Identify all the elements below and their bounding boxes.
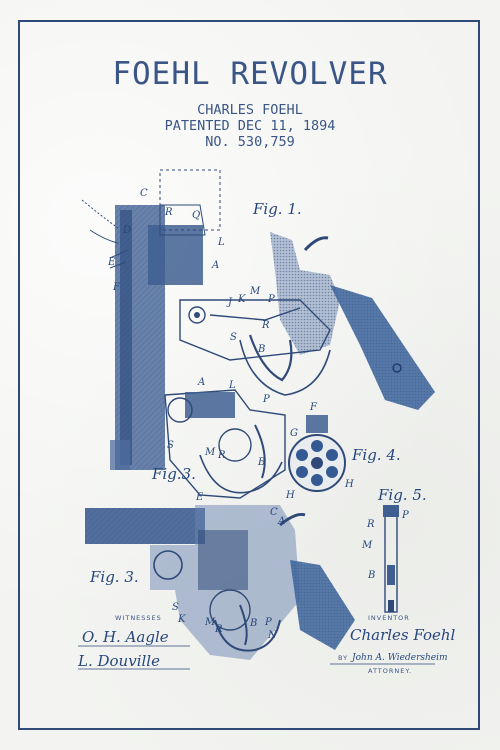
fig3-revolver-drawing [85, 505, 355, 660]
fig1-frame-drawing [179, 232, 435, 410]
ref-label-c: C [140, 188, 148, 199]
fig4-cylinder-drawing [288, 415, 346, 492]
ref-label-l1: L [217, 237, 225, 248]
ref-label-m3: M [204, 617, 216, 628]
ref-label-r5: R [366, 519, 375, 530]
ref-label-a2: A [197, 377, 205, 388]
ref-label-m2: M [204, 447, 216, 458]
fig3-upper-caption: Fig.3. [151, 465, 196, 483]
fig1-barrel-drawing [81, 169, 221, 470]
ref-label-d: D [122, 225, 131, 236]
fig4-caption: Fig. 4. [351, 446, 401, 464]
attorney-signature: John A. Wiedersheim [350, 653, 448, 663]
fig3-lower-caption: Fig. 3. [89, 568, 139, 586]
ref-label-c2: C [270, 507, 278, 518]
ref-label-m4: M [361, 540, 373, 551]
ref-label-e: E [107, 257, 116, 268]
ref-label-m1: M [249, 286, 261, 297]
border-frame [18, 20, 480, 730]
patent-date: PATENTED DEC 11, 1894 [164, 118, 336, 134]
ref-label-k: K [237, 294, 246, 305]
attorney-label: ATTORNEY. [368, 667, 412, 675]
ref-label-a1: A [211, 260, 219, 271]
ref-label-b1: B [257, 344, 265, 355]
ref-label-f2: F [309, 402, 318, 413]
ref-label-h2: H [285, 490, 295, 501]
fig3-action-drawing [110, 389, 286, 499]
ref-label-h1: H [344, 479, 354, 490]
ref-label-r1: R [164, 207, 173, 218]
ref-label-r2: R [261, 320, 270, 331]
ref-label-b2: B [257, 457, 265, 468]
ref-label-g: G [290, 428, 298, 439]
attorney-prefix: BY [338, 654, 348, 662]
ref-label-b3: B [249, 618, 257, 629]
patent-title: FOEHL REVOLVER [112, 56, 388, 92]
ref-label-s2: S [167, 440, 174, 451]
ref-label-p3: P [264, 617, 272, 628]
ref-label-q1: Q [192, 210, 200, 221]
fig5-pin-drawing [383, 505, 399, 613]
ref-label-e2: E [195, 492, 204, 503]
ref-label-r3: R [217, 450, 226, 461]
ref-label-j: J [226, 297, 233, 308]
ref-label-s1: S [230, 332, 237, 343]
witness-signature-1: O. H. Aagle [82, 628, 169, 646]
patent-number: NO. 530,759 [205, 134, 295, 150]
ref-label-p1: P [267, 294, 275, 305]
fig5-caption: Fig. 5. [377, 486, 427, 504]
fig1-caption: Fig. 1. [252, 200, 302, 218]
inventor-signature: Charles Foehl [350, 626, 456, 644]
inventor-label: INVENTOR [368, 614, 410, 622]
ref-label-n: N [267, 630, 278, 641]
witnesses-label: WITNESSES [115, 614, 162, 622]
ref-label-r4: R [214, 624, 223, 635]
ref-label-p2: P [262, 394, 270, 405]
ref-label-p4: P [401, 510, 409, 521]
ref-label-b4: B [367, 570, 375, 581]
witness-signature-2: L. Douville [77, 652, 160, 670]
ref-label-a3: A [277, 516, 285, 527]
ref-label-s3: S [172, 602, 179, 613]
ref-label-f: F [112, 282, 121, 293]
ref-label-k2: K [177, 614, 186, 625]
inventor-name: CHARLES FOEHL [197, 102, 303, 118]
ref-label-l2: L [228, 380, 236, 391]
